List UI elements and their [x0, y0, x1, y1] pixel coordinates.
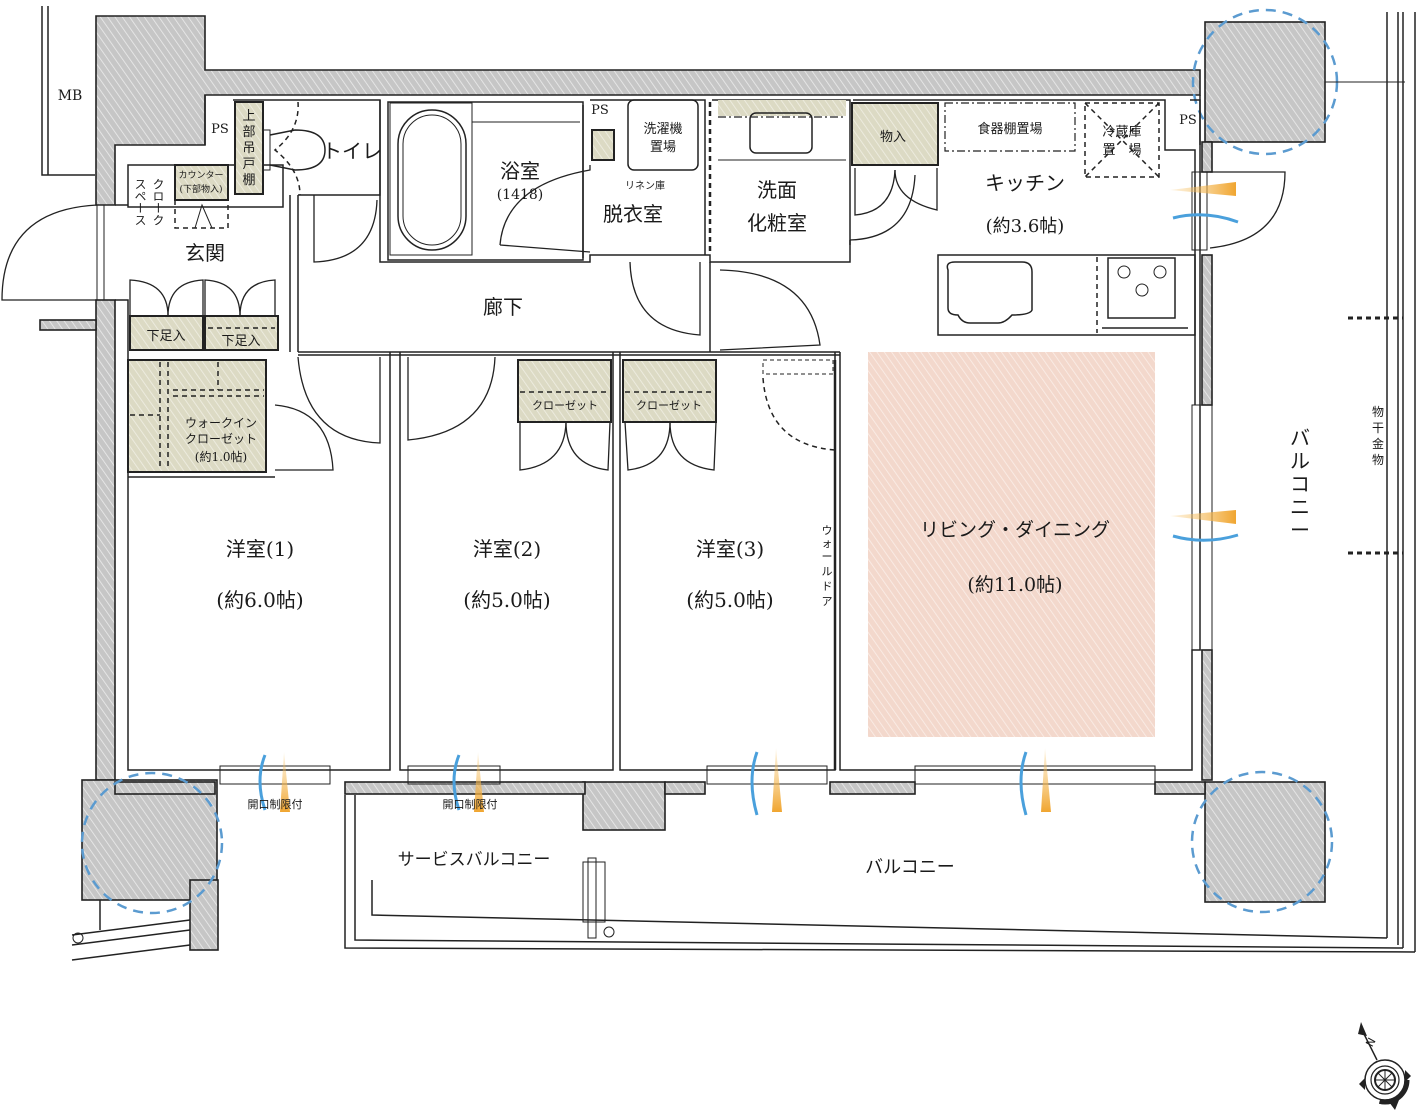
- label-fridge-1: 冷蔵庫: [1102, 125, 1141, 140]
- svg-text:ド: ド: [822, 580, 833, 593]
- label-room1-size: (約6.0帖): [216, 588, 303, 612]
- svg-text:ル: ル: [822, 565, 833, 578]
- svg-text:物: 物: [1372, 405, 1384, 419]
- label-ps-right: PS: [1179, 113, 1197, 128]
- label-balcony-side: バ ル コ ニ ー: [1290, 426, 1310, 542]
- label-shoe-box-1: 下足入: [146, 329, 185, 344]
- label-storage: 物入: [880, 130, 906, 145]
- svg-text:ー: ー: [822, 550, 833, 563]
- mb-shaft: [41, 6, 95, 176]
- label-counter: カウンター: [178, 170, 223, 181]
- label-room3: 洋室(3): [696, 537, 764, 561]
- bathtub: [389, 102, 591, 256]
- label-cloak-space: クローク スペース: [133, 178, 165, 226]
- svg-text:部: 部: [242, 125, 255, 140]
- label-wic-size: (約1.0帖): [195, 449, 247, 464]
- svg-text:ニ: ニ: [1290, 495, 1310, 519]
- label-washer-1: 洗濯機: [643, 122, 682, 137]
- svg-text:戸: 戸: [242, 157, 255, 172]
- walk-in-closet: [127, 359, 334, 473]
- label-ps-center: PS: [591, 103, 609, 118]
- label-hallway: 廊下: [483, 295, 523, 319]
- svg-text:バ: バ: [1290, 426, 1310, 450]
- svg-text:棚: 棚: [242, 173, 255, 188]
- label-wic-1: ウォークイン: [185, 416, 257, 430]
- living-floor-highlight: [868, 352, 1155, 737]
- svg-text:ー: ー: [1290, 518, 1310, 542]
- svg-text:ウ: ウ: [822, 524, 833, 537]
- label-closet-2: クローゼット: [532, 399, 598, 412]
- upper-cabinet: [234, 101, 264, 195]
- label-balcony-bottom: バルコニー: [865, 857, 955, 878]
- label-room2: 洋室(2): [473, 537, 541, 561]
- label-opening-limit-1: 開口制限付: [248, 798, 303, 811]
- structural-walls: [39, 15, 1326, 951]
- entrance-fixtures: [174, 164, 229, 229]
- washroom-sink: [718, 100, 846, 161]
- washer-area: [591, 99, 712, 255]
- service-balcony-partition: [72, 857, 615, 944]
- svg-text:ル: ル: [1290, 449, 1310, 473]
- label-wic-2: クローゼット: [185, 432, 257, 446]
- label-service-balcony: サービスバルコニー: [398, 850, 551, 870]
- label-opening-limit-2: 開口制限付: [443, 798, 498, 811]
- airflow-indicators: [258, 182, 1239, 816]
- label-washroom-2: 化粧室: [747, 211, 807, 235]
- label-washroom-1: 洗面: [757, 178, 797, 202]
- label-fridge-2: 置 場: [1102, 143, 1141, 158]
- compass-north-label: N: [1363, 1036, 1378, 1049]
- compass-icon: [1358, 1022, 1411, 1110]
- svg-text:スペース: スペース: [133, 178, 147, 226]
- svg-text:干: 干: [1372, 421, 1384, 435]
- entrance-door: [1, 204, 105, 301]
- room-doors: [297, 261, 837, 770]
- svg-text:上: 上: [242, 109, 255, 124]
- label-room2-size: (約5.0帖): [463, 588, 550, 612]
- svg-text:ォ: ォ: [822, 537, 833, 550]
- label-bathroom: 浴室: [500, 159, 540, 183]
- svg-text:クローク: クローク: [151, 178, 165, 226]
- svg-text:吊: 吊: [242, 141, 255, 156]
- label-entrance: 玄関: [185, 241, 225, 265]
- bedroom-closets: [517, 359, 717, 471]
- label-closet-3: クローゼット: [636, 399, 702, 412]
- label-room3-size: (約5.0帖): [686, 588, 773, 612]
- label-dressing-room: 脱衣室: [603, 202, 663, 226]
- label-wall-door: ウ ォ ー ル ド ア: [822, 524, 833, 608]
- kitchen-fixtures: [849, 102, 1286, 336]
- label-cupboard-space: 食器棚置場: [977, 121, 1042, 137]
- label-clothes-hanger: 物 干 金 物: [1372, 405, 1384, 467]
- label-ps-left: PS: [211, 122, 229, 137]
- label-living: リビング・ダイニング: [920, 519, 1110, 541]
- counter: [174, 164, 229, 201]
- label-kitchen: キッチン: [985, 171, 1065, 195]
- toilet-area: [234, 101, 378, 263]
- label-washer-2: 置場: [650, 140, 676, 155]
- shoe-boxes: [129, 279, 279, 351]
- column-marker-bottom-left: [80, 771, 224, 915]
- label-mb: MB: [58, 88, 83, 104]
- label-toilet: トイレ: [322, 139, 382, 163]
- entrance-railing: [71, 900, 191, 961]
- svg-text:金: 金: [1372, 436, 1384, 451]
- label-counter-sub: (下部物入): [179, 183, 222, 195]
- label-room1: 洋室(1): [226, 537, 294, 561]
- label-kitchen-size: (約3.6帖): [986, 216, 1065, 237]
- label-bathroom-size: (1418): [497, 187, 544, 203]
- balcony-railing: [344, 12, 1416, 953]
- svg-text:コ: コ: [1290, 472, 1310, 496]
- svg-text:ア: ア: [822, 595, 833, 608]
- label-linen: リネン庫: [625, 179, 665, 192]
- column-marker-bottom-right: [1190, 770, 1334, 914]
- label-shoe-box-2: 下足入: [221, 334, 260, 349]
- svg-text:物: 物: [1372, 453, 1384, 467]
- label-upper-cabinet: 上 部 吊 戸 棚: [242, 109, 255, 188]
- label-living-size: (約11.0帖): [967, 574, 1062, 596]
